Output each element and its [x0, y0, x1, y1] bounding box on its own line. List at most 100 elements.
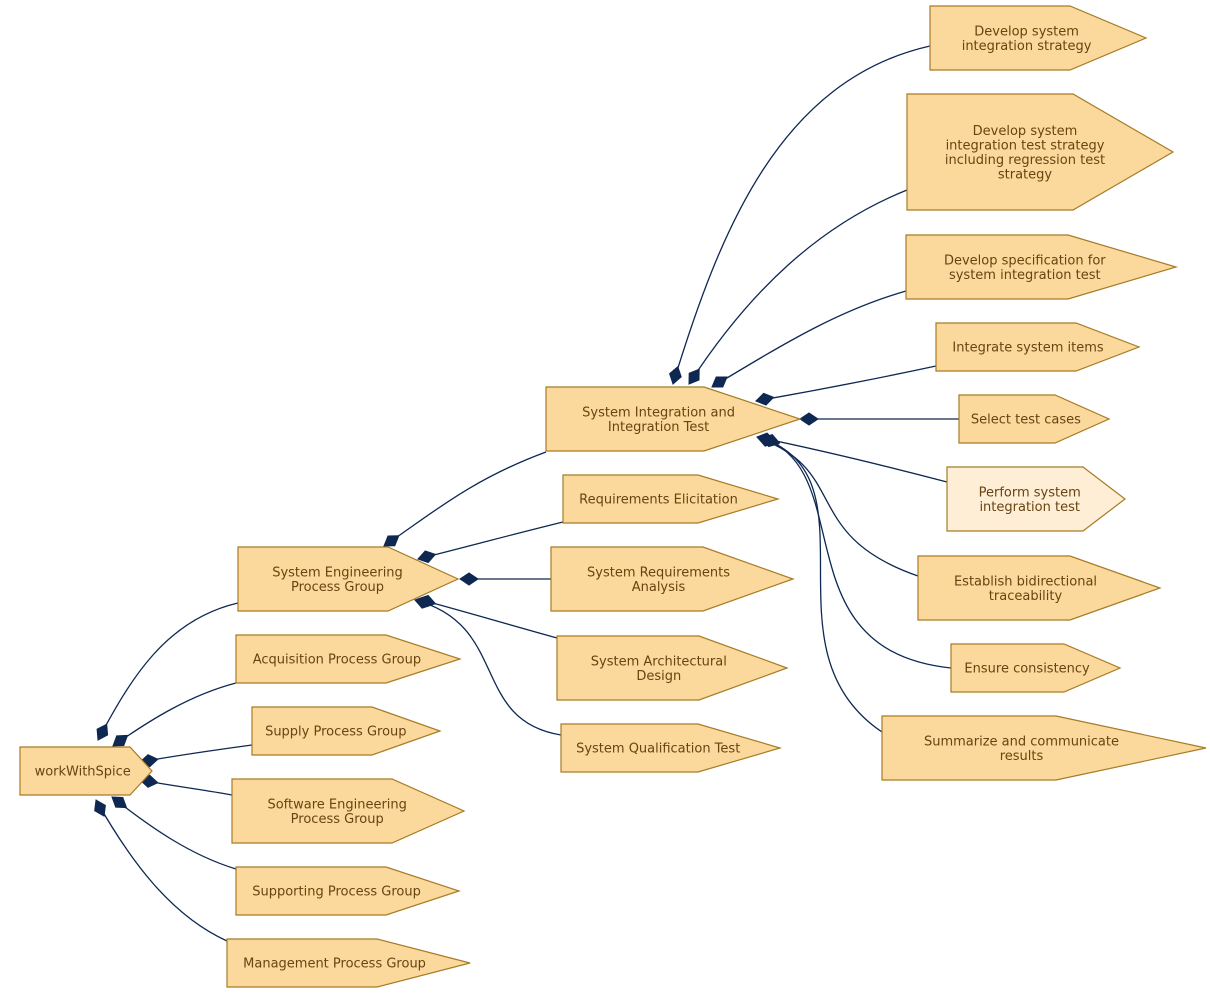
node-t8[interactable]: Ensure consistency [950, 643, 1122, 693]
node-shape[interactable] [562, 474, 781, 524]
node-label: Develop system [974, 24, 1079, 39]
edge-root-to-mgmt [95, 799, 228, 942]
node-label: system integration test [949, 268, 1101, 283]
node-label: Perform system [979, 485, 1081, 500]
composition-diamond-seng-sysqual [414, 596, 434, 609]
node-label: Ensure consistency [964, 662, 1090, 677]
composition-diamond-sysint-t2 [688, 368, 700, 385]
edge-sysint-to-t2 [688, 189, 908, 385]
node-shape[interactable] [231, 778, 466, 844]
node-label: results [1000, 749, 1044, 764]
node-label: Software Engineering [267, 797, 406, 812]
node-label: Requirements Elicitation [579, 493, 738, 508]
composition-diamond-seng-reqel [417, 550, 437, 564]
node-shape[interactable] [251, 706, 442, 756]
node-shape[interactable] [235, 634, 462, 684]
node-shape[interactable] [917, 555, 1162, 621]
edge-sysint-to-t3 [711, 290, 907, 388]
node-label: Select test cases [971, 413, 1081, 428]
edge-root-to-seng [97, 602, 239, 741]
edge-root-to-supp [111, 796, 237, 870]
node-shape[interactable] [237, 546, 460, 612]
node-shape[interactable] [881, 715, 1207, 781]
node-label: Supporting Process Group [252, 885, 421, 900]
node-label: System Engineering [272, 565, 403, 580]
node-label: Analysis [632, 580, 686, 595]
node-shape[interactable] [235, 866, 461, 916]
composition-diamond-seng-sysreq [459, 572, 479, 586]
composition-diamond-root-acq [112, 734, 129, 747]
node-label: Management Process Group [243, 957, 426, 972]
composition-diamond-root-supp [111, 796, 128, 809]
node-shape[interactable] [946, 466, 1126, 532]
node-shape[interactable] [550, 546, 795, 612]
node-mgmt[interactable]: Management Process Group [226, 938, 471, 988]
node-label: Summarize and communicate [924, 734, 1119, 749]
node-label: integration strategy [962, 39, 1092, 54]
node-shape[interactable] [19, 746, 153, 796]
node-layer: workWithSpice Acquisition Process GroupSu… [19, 5, 1207, 988]
node-label: Develop specification for [944, 253, 1106, 268]
node-label: System Architectural [591, 654, 727, 669]
node-shape[interactable] [556, 635, 789, 701]
edge-seng-to-sysarch [417, 598, 558, 639]
node-label: Develop system [973, 124, 1078, 139]
composition-diamond-sysint-t1 [669, 365, 682, 385]
node-shape[interactable] [905, 234, 1179, 300]
edge-root-to-acq [112, 682, 237, 747]
composition-diamond-sysint-t4 [755, 392, 775, 406]
node-label: workWithSpice [35, 765, 131, 780]
node-acq[interactable]: Acquisition Process Group [235, 634, 462, 684]
node-label: Process Group [291, 812, 384, 827]
node-label: traceability [989, 589, 1063, 604]
edge-sysint-to-t9 [761, 437, 883, 733]
node-shape[interactable] [935, 322, 1141, 372]
node-label: including regression test [945, 153, 1105, 168]
edge-sysint-to-t1 [672, 45, 931, 385]
node-label: Supply Process Group [265, 725, 406, 740]
node-root[interactable]: workWithSpice [19, 746, 153, 796]
node-t5[interactable]: Select test cases [958, 394, 1111, 444]
edge-sysint-to-t4 [755, 365, 937, 402]
node-label: Integrate system items [952, 341, 1103, 356]
node-shape[interactable] [545, 386, 802, 452]
composition-diamond-root-mgmt [94, 799, 106, 817]
node-shape[interactable] [906, 93, 1175, 211]
node-label: System Qualification Test [576, 742, 740, 757]
node-sysqual[interactable]: System Qualification Test [560, 723, 783, 773]
node-label: Acquisition Process Group [253, 653, 421, 668]
node-reqel[interactable]: Requirements Elicitation [562, 474, 781, 524]
node-label: Integration Test [608, 420, 709, 435]
edge-seng-to-sysqual [414, 599, 562, 736]
node-label: Design [636, 669, 681, 684]
node-label: Process Group [291, 580, 384, 595]
edge-seng-to-sysint [383, 451, 547, 547]
node-shape[interactable] [226, 938, 471, 988]
node-label: Establish bidirectional [954, 574, 1097, 589]
node-shape[interactable] [929, 5, 1148, 71]
node-t4[interactable]: Integrate system items [935, 322, 1141, 372]
node-sup[interactable]: Supply Process Group [251, 706, 442, 756]
composition-diamond-sysint-t9 [761, 434, 780, 448]
node-shape[interactable] [560, 723, 783, 773]
composition-diamond-root-seng [96, 723, 109, 741]
node-shape[interactable] [950, 643, 1122, 693]
composition-diamond-sysint-t5 [799, 412, 819, 426]
node-shape[interactable] [958, 394, 1111, 444]
edge-sysint-to-t6 [756, 436, 948, 483]
node-supp[interactable]: Supporting Process Group [235, 866, 461, 916]
composition-diamond-sysint-t3 [711, 376, 728, 388]
node-label: strategy [998, 167, 1053, 182]
